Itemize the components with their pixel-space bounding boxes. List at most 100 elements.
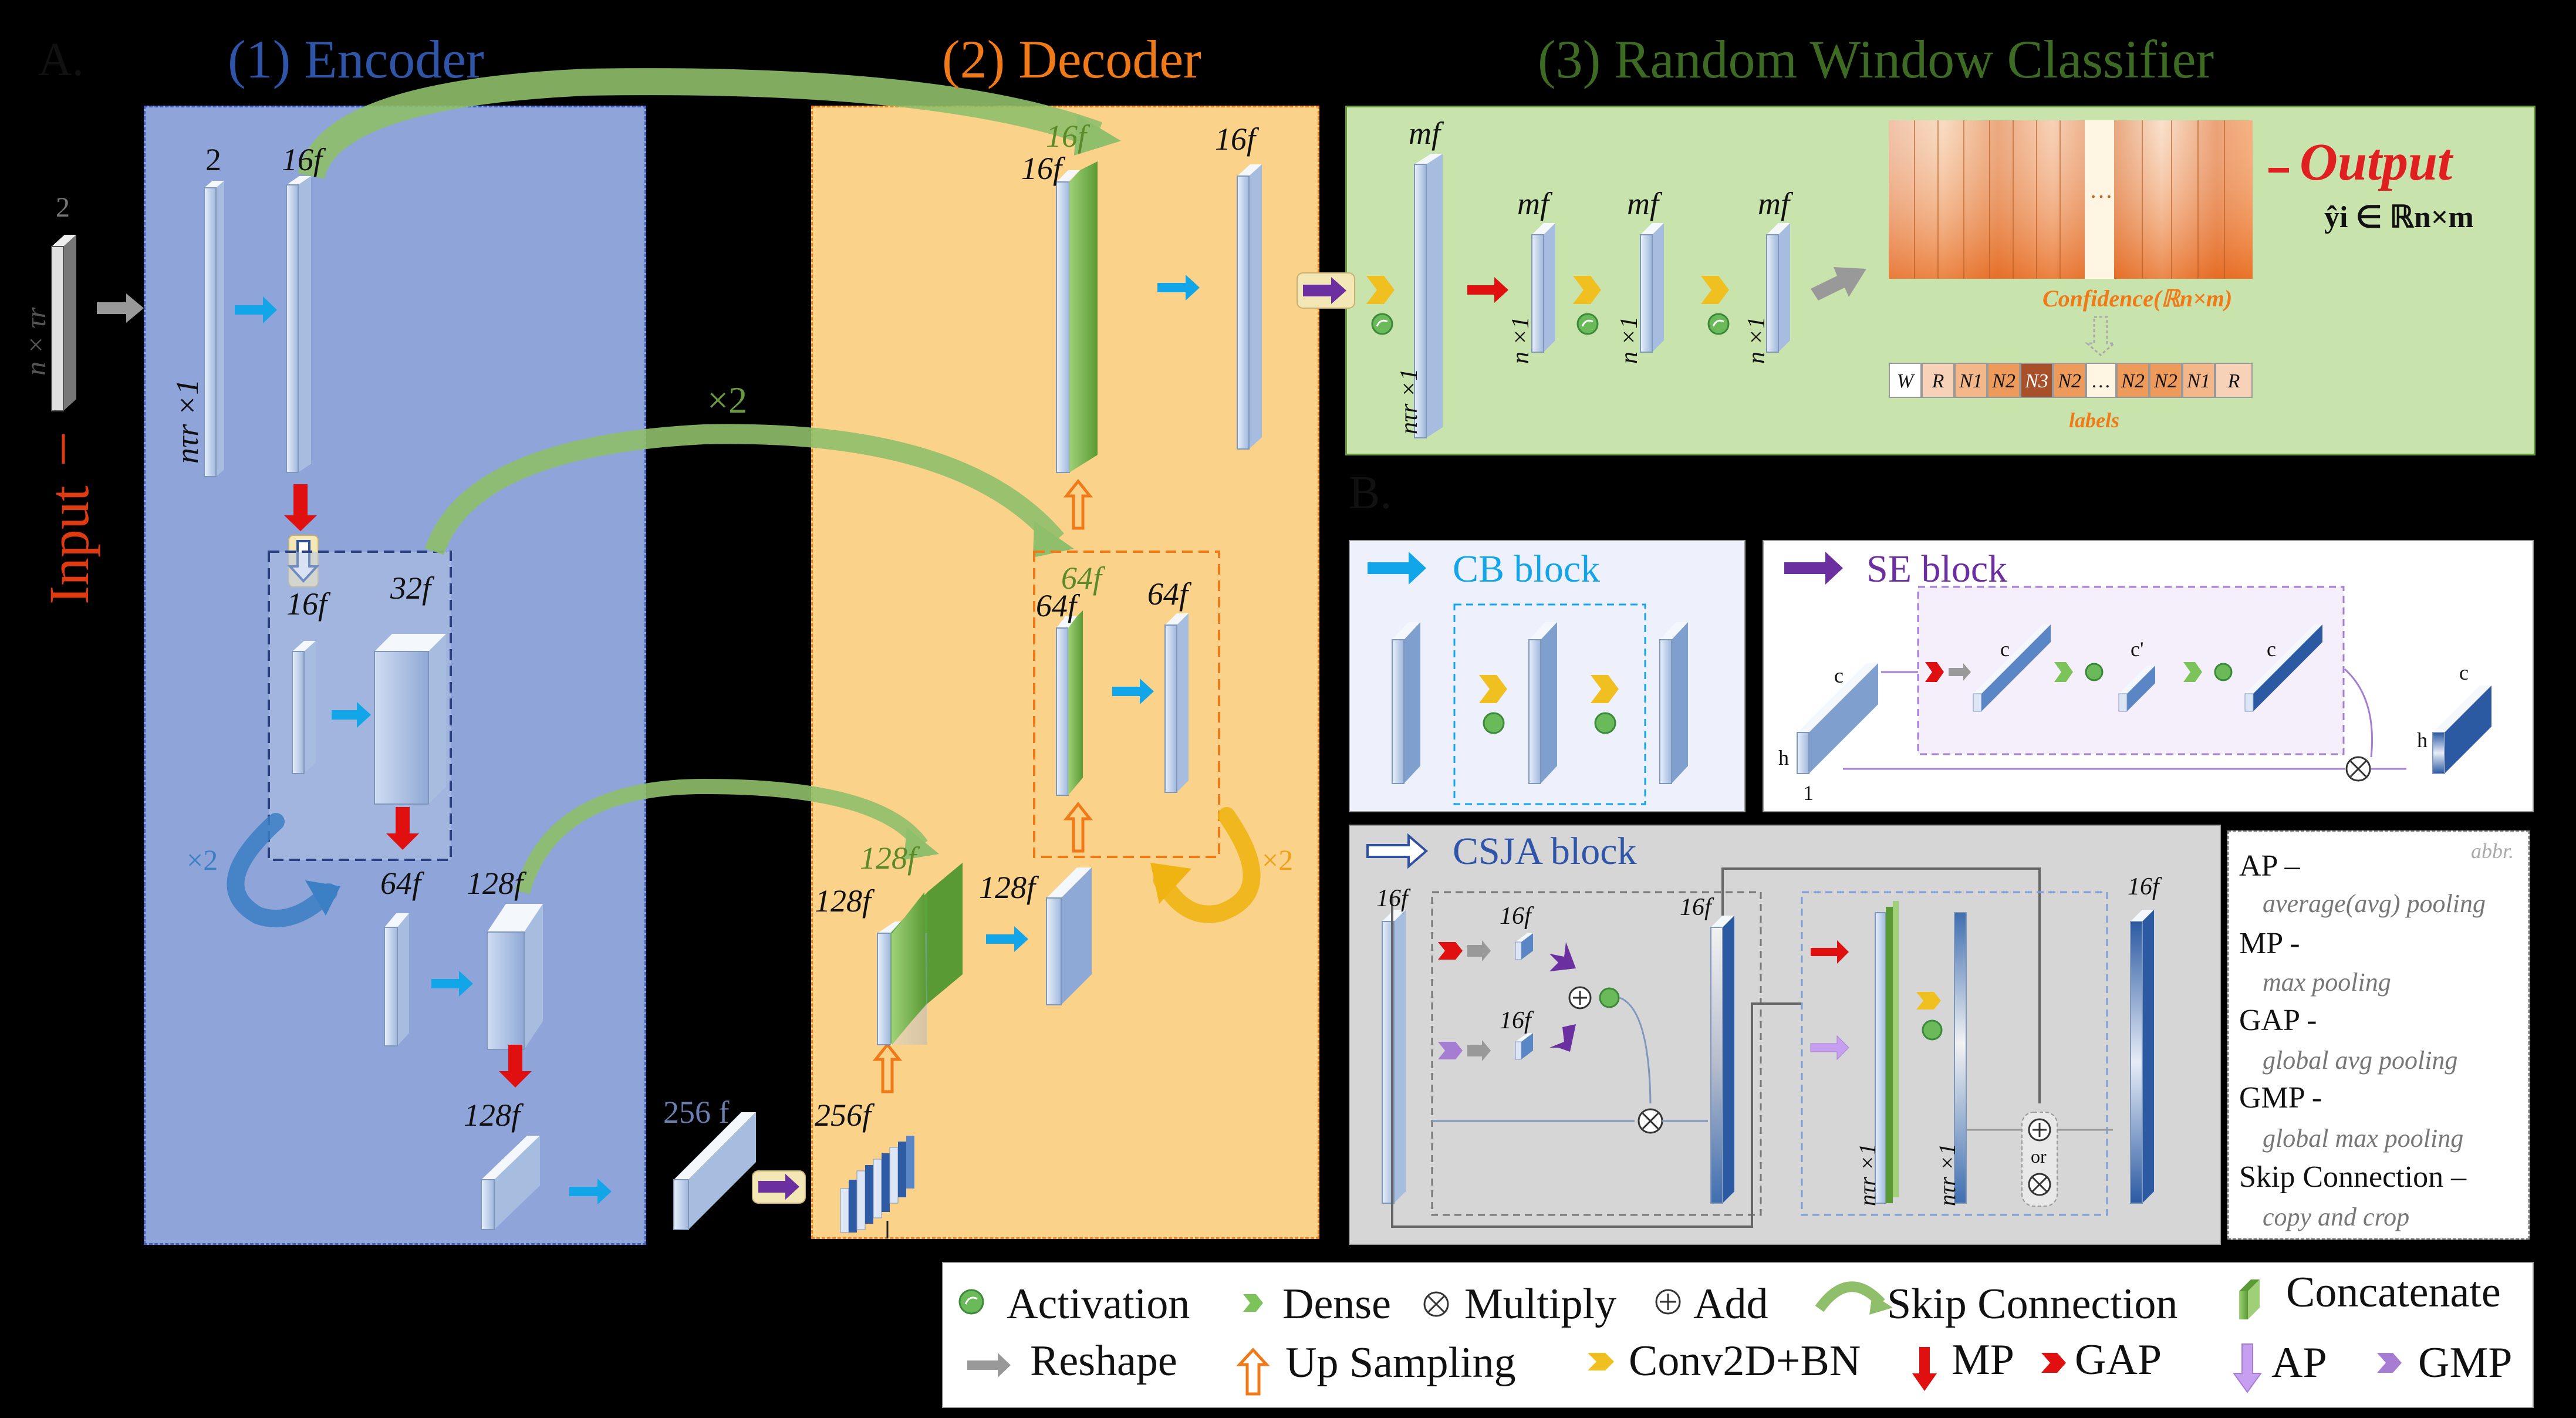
cb-arrow-e4 bbox=[569, 1179, 612, 1204]
se-arrow-dec bbox=[1303, 277, 1346, 304]
panel-label-b: B. bbox=[1349, 467, 1392, 519]
legend-gmp: GMP bbox=[2418, 1339, 2513, 1387]
reshape-arrow-input bbox=[97, 293, 144, 323]
mp-arrow-e2 bbox=[386, 807, 419, 850]
cs-label-len-1: nτr ×1 bbox=[1854, 1143, 1880, 1206]
legend-conv: Conv2D+BN bbox=[1629, 1337, 1861, 1385]
enc-label-128f: 128f bbox=[467, 866, 524, 901]
csja-block-title: CSJA block bbox=[1453, 830, 1637, 873]
dec-tower-128f-b bbox=[1046, 867, 1092, 1005]
labels-caption: labels bbox=[2069, 408, 2119, 432]
encoder-title: (1) Encoder bbox=[228, 29, 484, 89]
enc-tower-2 bbox=[204, 181, 224, 477]
mp-arrow-e3 bbox=[499, 1045, 532, 1088]
cls-label-n1a: n ×1 bbox=[1507, 316, 1534, 364]
label-cell: R bbox=[2215, 363, 2253, 398]
output-formula: ŷi ∈ ℝn×m bbox=[2324, 201, 2474, 234]
se-arrow-bottleneck bbox=[758, 1174, 799, 1200]
cls-label-mf-1: mf bbox=[1409, 116, 1440, 151]
decoder-title: (2) Decoder bbox=[942, 29, 1201, 89]
cb-arrow-e1 bbox=[235, 296, 277, 323]
abbr-key: GAP - bbox=[2239, 1004, 2317, 1037]
repeat-arrow-dec bbox=[1153, 807, 1261, 923]
cls-tower-3 bbox=[1640, 223, 1664, 353]
legend-panel bbox=[942, 1262, 2534, 1408]
enc-label-len: nτr ×1 bbox=[170, 379, 205, 464]
legend-concatenate: Concatenate bbox=[2286, 1268, 2501, 1316]
abbr-key: AP – bbox=[2239, 849, 2300, 883]
abbr-key: MP - bbox=[2239, 927, 2300, 960]
cb-arrow-d1 bbox=[986, 926, 1028, 952]
abbr-value: copy and crop bbox=[2263, 1203, 2410, 1231]
dec-tower-16f bbox=[1056, 161, 1098, 473]
enc-label-16f: 16f bbox=[282, 142, 323, 177]
dec-tower-64f-b bbox=[1164, 613, 1189, 793]
cls-tower-4 bbox=[1766, 223, 1790, 353]
se-block-title: SE block bbox=[1866, 548, 2008, 590]
cls-label-mf-2: mf bbox=[1517, 186, 1549, 221]
legend-ap: AP bbox=[2271, 1339, 2327, 1387]
label-cell: N2 bbox=[1987, 363, 2020, 398]
input-label: Input bbox=[38, 485, 100, 605]
dotted-down-arrow bbox=[2084, 316, 2117, 356]
confidence-heatmap bbox=[1889, 120, 2253, 279]
legend-upsampling: Up Sampling bbox=[1285, 1339, 1516, 1387]
dec-label-64f: 64f bbox=[1036, 588, 1077, 623]
confidence-caption: Confidence(ℝn×m) bbox=[2042, 285, 2233, 312]
dec-label-16f: 16f bbox=[1021, 151, 1062, 186]
cb-arrow-d3 bbox=[1157, 275, 1200, 301]
cb-arrow-d2 bbox=[1112, 678, 1154, 704]
label-cell: N1 bbox=[1954, 363, 1987, 398]
dec-label-64f-green: 64f bbox=[1061, 561, 1102, 596]
enc-label-16f-b: 16f bbox=[286, 586, 328, 622]
enc-tower-128f bbox=[487, 904, 543, 1050]
enc-tower-64f bbox=[384, 913, 409, 1046]
legend-activation: Activation bbox=[1007, 1280, 1190, 1328]
csja-legend-arrow bbox=[1366, 833, 1429, 869]
se-legend-arrow bbox=[1784, 552, 1843, 585]
label-cell: N2 bbox=[2053, 363, 2086, 398]
legend-add: Add bbox=[1693, 1280, 1768, 1328]
se-label-c5: c bbox=[2459, 661, 2469, 684]
abbr-title: abbr. bbox=[2471, 839, 2514, 863]
cs-label-len-2: nτr ×1 bbox=[1934, 1143, 1960, 1206]
skip-connection-2 bbox=[424, 424, 1064, 555]
enc-tower-16f-b bbox=[292, 641, 316, 774]
cs-label-16f-c: 16f bbox=[1500, 1007, 1531, 1034]
cb-block-title: CB block bbox=[1453, 548, 1601, 590]
classifier-title: (3) Random Window Classifier bbox=[1538, 29, 2214, 89]
output-label: Output bbox=[2300, 133, 2453, 191]
enc-label-2: 2 bbox=[205, 142, 221, 177]
cls-label-mf-4: mf bbox=[1758, 186, 1790, 221]
input-dim-c: 2 bbox=[56, 192, 70, 223]
heatmap-dots: … bbox=[2089, 177, 2113, 203]
label-cell: W bbox=[1889, 363, 1922, 398]
labels-row: W R N1 N2 N3 N2 … N2 N2 N1 R bbox=[1889, 363, 2253, 398]
label-cell: N3 bbox=[2020, 363, 2053, 398]
abbr-value: average(avg) pooling bbox=[2263, 889, 2486, 918]
label-cell: N2 bbox=[2116, 363, 2149, 398]
cls-tower-2 bbox=[1531, 223, 1555, 353]
legend-gap: GAP bbox=[2075, 1336, 2162, 1384]
skip-connection-1 bbox=[298, 68, 1102, 180]
cs-label-16f-d: 16f bbox=[1680, 894, 1711, 921]
se-label-c: c bbox=[1834, 664, 1844, 687]
dec-repeat-2: ×2 bbox=[707, 379, 748, 421]
label-cell: R bbox=[1922, 363, 1954, 398]
skip-connection-3 bbox=[515, 778, 928, 894]
se-label-h: h bbox=[1778, 746, 1789, 769]
cls-label-mf-3: mf bbox=[1627, 186, 1659, 221]
se-label-c3: c' bbox=[2131, 637, 2144, 661]
dec-label-16f-r: 16f bbox=[1215, 121, 1256, 157]
cs-label-16f-e: 16f bbox=[2128, 873, 2159, 900]
dec-tower-16f-b bbox=[1237, 164, 1262, 450]
enc-tower-128f-b bbox=[481, 1136, 540, 1230]
cls-label-n1b: n ×1 bbox=[1616, 316, 1643, 364]
legend-reshape: Reshape bbox=[1030, 1337, 1177, 1385]
abbr-key: GMP - bbox=[2239, 1081, 2322, 1115]
enc-repeat: ×2 bbox=[187, 843, 218, 876]
cb-arrow-e2 bbox=[332, 702, 371, 728]
label-cell: … bbox=[2086, 363, 2116, 398]
